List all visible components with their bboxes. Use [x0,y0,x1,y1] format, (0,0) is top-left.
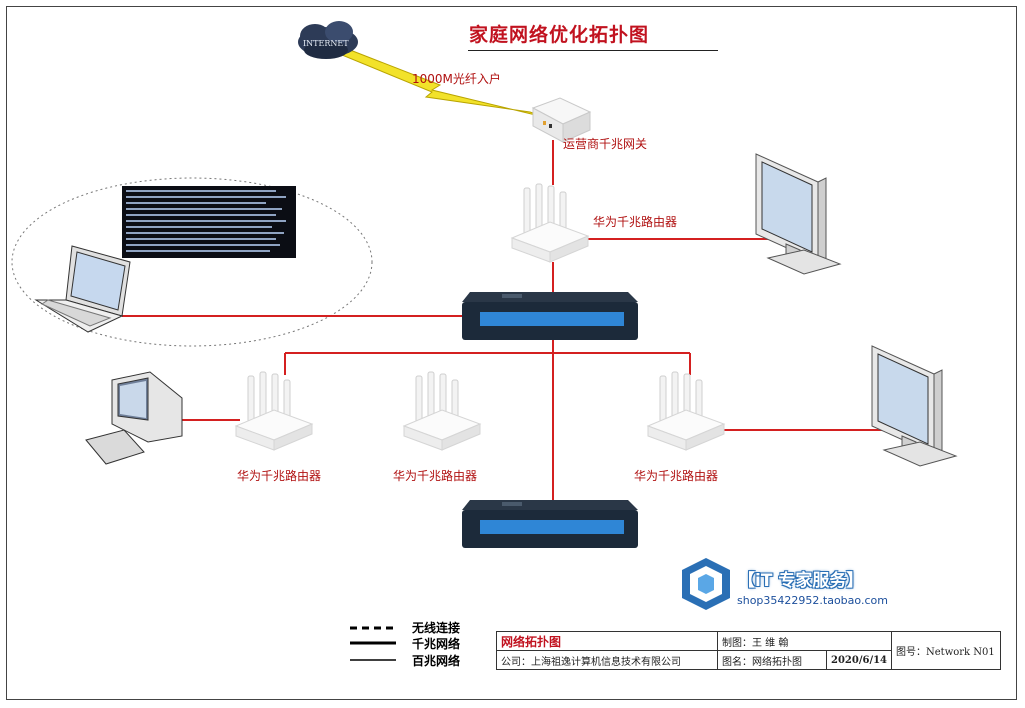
legend-wireless-label: 无线连接 [412,621,461,635]
main-router-label: 华为千兆路由器 [593,215,678,229]
router-left-icon [235,371,313,451]
drawing-name-cell: 网络拓扑图 [496,631,718,651]
router-right-label: 华为千兆路由器 [634,469,719,483]
cloud-label: INTERNET [303,39,349,48]
legend-gigabit-label: 千兆网络 [412,637,461,651]
router-middle-icon [403,371,481,451]
date-cell: 2020/6/14 [825,650,893,670]
router-right-icon [647,371,725,451]
legend-fast-label: 百兆网络 [412,654,461,668]
laptop-icon [34,245,131,333]
monitor-top-right-icon [755,153,841,275]
network-links [122,140,882,500]
router-middle-label: 华为千兆路由器 [393,469,478,483]
drawn-by-cell: 制图：王 维 翰 [716,631,893,651]
company-cell: 公司：上海祖逸计算机信息技术有限公司 [496,650,718,670]
wireless-zone-ellipse [11,177,373,347]
legend-lines [350,626,396,661]
main-switch-icon [462,292,638,340]
figure-name-cell: 图名：网络拓扑图 [717,650,827,670]
figure-number-cell: 图号：Network N01 [891,631,1002,670]
page-border [6,6,1017,700]
brand-cube-icon [682,558,730,610]
fiber-label: 1000M光纤入户 [412,72,501,86]
title-block-table: 网络拓扑图 制图：王 维 翰 图号：Network N01 公司：上海祖逸计算机… [496,631,1002,670]
router-left-label: 华为千兆路由器 [237,469,322,483]
gateway-device-icon [531,97,592,143]
drawing-name: 网络拓扑图 [501,634,562,649]
terminal-screenshot-image [122,186,296,258]
diagram-title: 家庭网络优化拓扑图 [469,24,650,46]
brand-name: 【iT 专家服务】 [738,571,864,591]
lower-switch-icon [462,500,638,548]
main-router-icon [511,183,589,263]
gateway-label: 运营商千兆网关 [563,137,648,151]
monitor-bottom-right-icon [871,345,957,467]
internet-cloud-icon: INTERNET [298,21,358,59]
fiber-lightning-icon [341,47,549,119]
desktop-pc-icon [85,371,183,465]
brand-url: shop35422952.taobao.com [737,594,888,607]
title-underline [468,50,718,51]
